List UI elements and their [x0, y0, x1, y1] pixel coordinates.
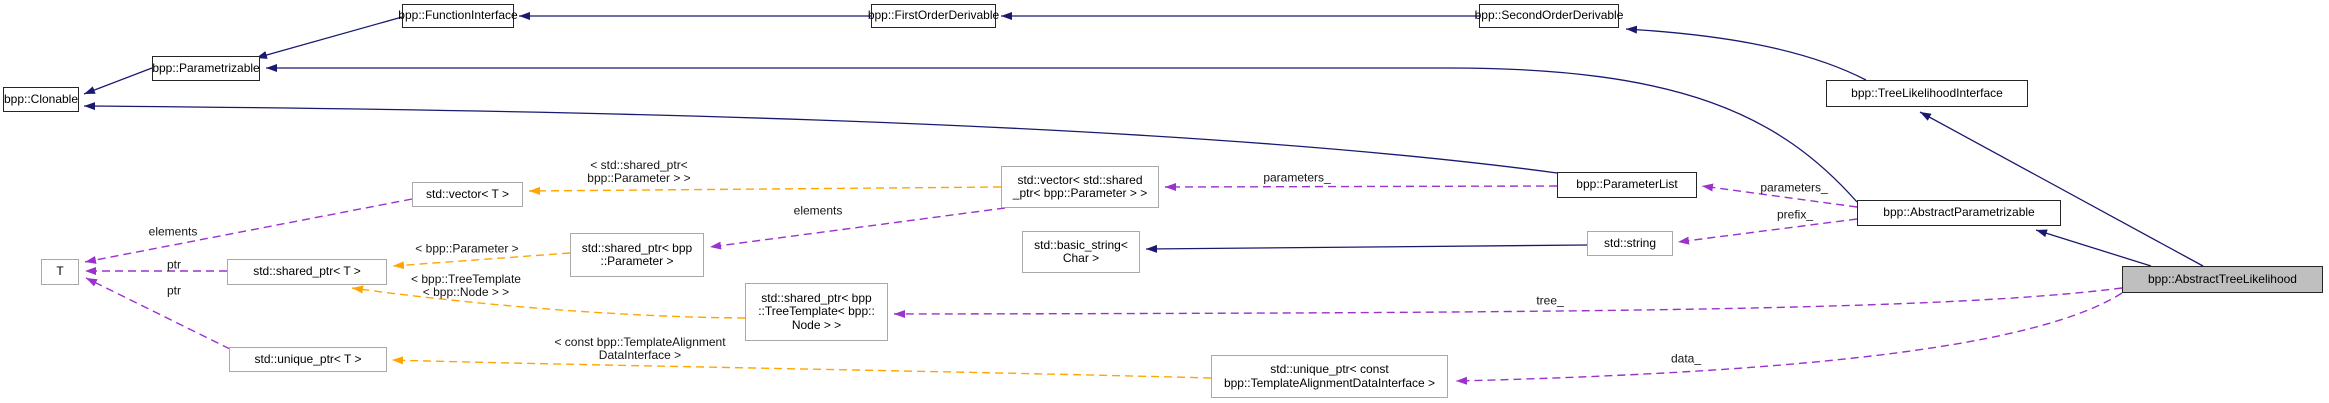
class-node-label: std::vector< std::shared [1017, 172, 1143, 187]
class-node-label: bpp::ParameterList [1576, 177, 1678, 192]
class-node-label: std::vector< T > [426, 186, 509, 201]
edge-uniqueptrt-to-t [85, 277, 231, 350]
edge-abstracttreelikelihood-to-uniqueptrdata [1455, 292, 2123, 385]
class-node-shared_ptr_parameter: std::shared_ptr< bpp::Parameter > [570, 233, 704, 277]
class-node-label: bpp::FunctionInterface [398, 8, 518, 23]
edge-abstractparametrizable-to-parameterlist [1701, 183, 1858, 208]
class-node-label: ::Parameter > [600, 254, 674, 268]
class-node-label: T [56, 264, 64, 279]
edge-sharedptrparameter-to-sharedptrt [392, 252, 571, 270]
class-node-label: bpp::TemplateAlignmentDataInterface > [1223, 375, 1436, 390]
edge-label-sharedptrt-to-t: ptr [166, 257, 182, 272]
class-node-t: T [41, 259, 79, 285]
class-node-label: std::basic_string< [1034, 237, 1128, 252]
class-node-vector_t: std::vector< T > [412, 182, 523, 207]
class-node-label: std::unique_ptr< T > [254, 351, 362, 366]
class-node-second_order_derivable[interactable]: bpp::SecondOrderDerivable [1475, 4, 1623, 28]
edge-abstractparametrizable-to-parametrizable [266, 64, 1858, 203]
class-node-label: std::string [1603, 235, 1657, 250]
edge-label-sharedptrtreetemplate-to-sharedptrt: < bpp::TreeTemplate< bpp::Node > > [411, 273, 521, 299]
edge-label-line: parameters_ [1760, 180, 1828, 195]
edge-label-line: < bpp::Node > > [422, 285, 510, 299]
class-node-label: std::shared_ptr< T > [253, 264, 361, 279]
edge-label-line: ptr [166, 257, 182, 272]
class-node-label: bpp::AbstractParametrizable [1883, 205, 2035, 220]
class-node-unique_ptr_t: std::unique_ptr< T > [229, 347, 387, 372]
class-node-label: bpp::Clonable [3, 91, 79, 106]
edge-label-abstractparametrizable-to-string: prefix_ [1776, 207, 1814, 222]
edge-label-vectorsp-to-sharedptrparameter: elements [793, 203, 843, 218]
edge-label-abstracttreelikelihood-to-sharedptrtreetemplate: tree_ [1536, 293, 1564, 308]
class-node-label: std::shared_ptr< bpp [761, 290, 872, 305]
class-node-function_interface[interactable]: bpp::FunctionInterface [398, 4, 518, 28]
class-node-clonable[interactable]: bpp::Clonable [3, 87, 79, 112]
class-node-label: std::shared_ptr< bpp [581, 240, 693, 255]
class-node-abstract_tree_likelihood: bpp::AbstractTreeLikelihood [2122, 266, 2323, 293]
edge-uniqueptrdata-to-uniqueptrt [391, 356, 1212, 379]
edge-label-vectorsp-to-vectort: < std::shared_ptr<bpp::Parameter > > [587, 159, 690, 185]
edge-label-line: ptr [166, 283, 182, 298]
class-node-label: _ptr< bpp::Parameter > > [1012, 186, 1148, 200]
class-node-std_string: std::string [1587, 231, 1673, 256]
edge-sharedptrtreetemplate-to-sharedptrt [351, 285, 746, 319]
edge-label-line: tree_ [1536, 293, 1564, 308]
class-node-basic_string: std::basic_string<Char > [1022, 231, 1140, 273]
edge-label-sharedptrparameter-to-sharedptrt: < bpp::Parameter > [415, 241, 519, 256]
edge-string-to-basicstring [1145, 244, 1588, 253]
class-node-shared_ptr_tree_template: std::shared_ptr< bpp::TreeTemplate< bpp:… [745, 283, 888, 341]
edge-label-abstractparametrizable-to-parameterlist: parameters_ [1760, 180, 1828, 195]
class-node-label: Char > [1062, 251, 1100, 265]
edge-parametrizable-to-clonable [83, 67, 153, 95]
edge-label-line: prefix_ [1776, 207, 1814, 222]
class-node-label: bpp::AbstractTreeLikelihood [2148, 271, 2297, 286]
edge-abstracttreelikelihood-to-abstractparametrizable [2035, 229, 2152, 267]
edge-treelikelihoodinterface-to-secondorderderivable [1625, 25, 1867, 81]
edge-label-line: DataInterface > [598, 348, 682, 362]
edge-vectort-to-t [84, 198, 413, 264]
edge-vectorsp-to-sharedptrparameter [709, 207, 1006, 250]
edge-label-line: < bpp::Parameter > [415, 241, 519, 256]
edge-abstractparametrizable-to-string [1677, 218, 1858, 245]
edge-label-parameterlist-to-vectorsp: parameters_ [1263, 170, 1331, 185]
class-node-label: bpp::Parametrizable [152, 60, 260, 75]
edge-label-line: < std::shared_ptr< [590, 158, 688, 172]
class-node-label: bpp::SecondOrderDerivable [1474, 8, 1624, 23]
class-node-shared_ptr_t: std::shared_ptr< T > [227, 259, 387, 285]
class-node-label: bpp::FirstOrderDerivable [867, 8, 1000, 23]
class-node-vector_shared_ptr_parameter: std::vector< std::shared_ptr< bpp::Param… [1001, 166, 1159, 208]
edge-label-line: data_ [1670, 351, 1702, 366]
edge-label-vectort-to-t: elements [148, 224, 198, 239]
class-node-label: ::TreeTemplate< bpp:: [758, 304, 875, 319]
edge-label-line: bpp::Parameter > > [587, 171, 691, 185]
edge-abstracttreelikelihood-to-treelikelihoodinterface [1919, 111, 2204, 267]
class-node-first_order_derivable[interactable]: bpp::FirstOrderDerivable [867, 4, 1000, 28]
edge-label-line: < const bpp::TemplateAlignment [554, 335, 726, 349]
edge-vectorsp-to-vectort [528, 186, 1002, 195]
class-node-label: Node > > [791, 317, 842, 332]
edge-abstracttreelikelihood-to-sharedptrtreetemplate [893, 287, 2123, 318]
class-node-parametrizable[interactable]: bpp::Parametrizable [152, 56, 260, 81]
edge-functioninterface-to-parametrizable [255, 16, 403, 59]
edge-label-line: < bpp::TreeTemplate [411, 272, 521, 286]
edge-label-uniqueptrt-to-t: ptr [166, 283, 182, 298]
edge-parameterlist-to-clonable [83, 102, 1558, 174]
class-node-label: std::unique_ptr< const [1270, 362, 1389, 376]
class-node-label: bpp::TreeLikelihoodInterface [1851, 85, 2003, 100]
class-node-abstract_parametrizable[interactable]: bpp::AbstractParametrizable [1857, 200, 2061, 226]
edge-parameterlist-to-vectorsp [1164, 182, 1558, 191]
edge-label-abstracttreelikelihood-to-uniqueptrdata: data_ [1670, 351, 1702, 366]
class-node-tree_likelihood_interface[interactable]: bpp::TreeLikelihoodInterface [1826, 80, 2028, 107]
edge-label-line: elements [148, 224, 198, 239]
edge-label-line: parameters_ [1263, 170, 1331, 185]
class-node-parameter_list[interactable]: bpp::ParameterList [1557, 172, 1697, 198]
edge-label-line: elements [793, 203, 843, 218]
